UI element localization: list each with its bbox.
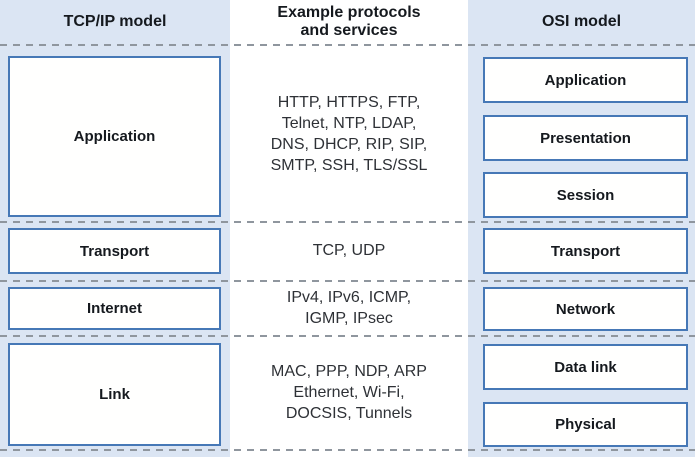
protocols-link-row: MAC, PPP, NDP, ARP Ethernet, Wi-Fi, DOCS… (230, 335, 468, 449)
tcpip-layer-transport-label: Transport (79, 242, 150, 260)
row-separator-application (0, 221, 695, 223)
protocols-internet-line-1: IPv4, IPv6, ICMP, (286, 288, 412, 306)
osi-layer-transport: Transport (483, 228, 688, 274)
tcpip-column-title: TCP/IP model (0, 0, 230, 44)
protocols-application-row: HTTP, HTTPS, FTP, Telnet, NTP, LDAP, DNS… (230, 46, 468, 221)
osi-layer-physical: Physical (483, 402, 688, 447)
row-separator-header (0, 44, 695, 46)
protocols-transport-line-1: TCP, UDP (312, 242, 386, 259)
osi-layer-session-label: Session (556, 186, 615, 204)
protocols-application-line-3: DNS, DHCP, RIP, SIP, (270, 135, 428, 153)
protocols-application-line-4: SMTP, SSH, TLS/SSL (270, 156, 428, 174)
tcpip-layer-link-label: Link (99, 386, 130, 403)
osi-layer-transport-label: Transport (550, 242, 621, 260)
row-separator-internet (0, 335, 695, 337)
osi-layer-physical-label: Physical (555, 416, 616, 433)
tcpip-layer-application-label: Application (73, 128, 156, 145)
osi-layer-presentation: Presentation (483, 115, 688, 161)
row-separator-bottom (0, 449, 695, 451)
protocols-link-line-2: Ethernet, Wi-Fi, (293, 383, 405, 401)
protocols-link-line-3: DOCSIS, Tunnels (285, 404, 413, 422)
protocols-title-line-1: Example protocols (277, 4, 421, 21)
osi-layer-application-label: Application (544, 71, 627, 89)
row-separator-transport (0, 280, 695, 282)
protocols-transport-row: TCP, UDP (230, 221, 468, 280)
osi-layer-network-label: Network (555, 300, 616, 318)
osi-layer-presentation-label: Presentation (540, 129, 631, 147)
osi-column: OSI model Application Presentation Sessi… (468, 0, 695, 457)
protocols-internet-row: IPv4, IPv6, ICMP, IGMP, IPsec (230, 280, 468, 335)
tcpip-layer-link: Link (8, 343, 221, 446)
protocols-column-title: Example protocols and services (230, 0, 468, 44)
protocols-internet-line-2: IGMP, IPsec (305, 309, 393, 327)
osi-column-title: OSI model (468, 0, 695, 44)
tcpip-column: TCP/IP model Application Transport Inter… (0, 0, 230, 457)
protocols-application-line-2: Telnet, NTP, LDAP, (281, 114, 417, 132)
osi-layer-data-link-label: Data link (554, 358, 617, 376)
protocols-link-line-1: MAC, PPP, NDP, ARP (271, 362, 427, 380)
tcpip-layer-internet-label: Internet (86, 300, 142, 317)
osi-layer-session: Session (483, 172, 688, 218)
tcpip-title-text: TCP/IP model (63, 13, 167, 30)
tcpip-layer-internet: Internet (8, 287, 221, 330)
osi-layer-network: Network (483, 287, 688, 331)
osi-layer-application: Application (483, 57, 688, 103)
tcpip-layer-application: Application (8, 56, 221, 217)
protocols-title-line-2: and services (300, 22, 398, 39)
protocols-column: Example protocols and services HTTP, HTT… (230, 0, 468, 457)
tcpip-layer-transport: Transport (8, 228, 221, 274)
protocols-application-line-1: HTTP, HTTPS, FTP, (277, 93, 421, 111)
osi-title-text: OSI model (541, 13, 622, 30)
osi-layer-data-link: Data link (483, 344, 688, 390)
